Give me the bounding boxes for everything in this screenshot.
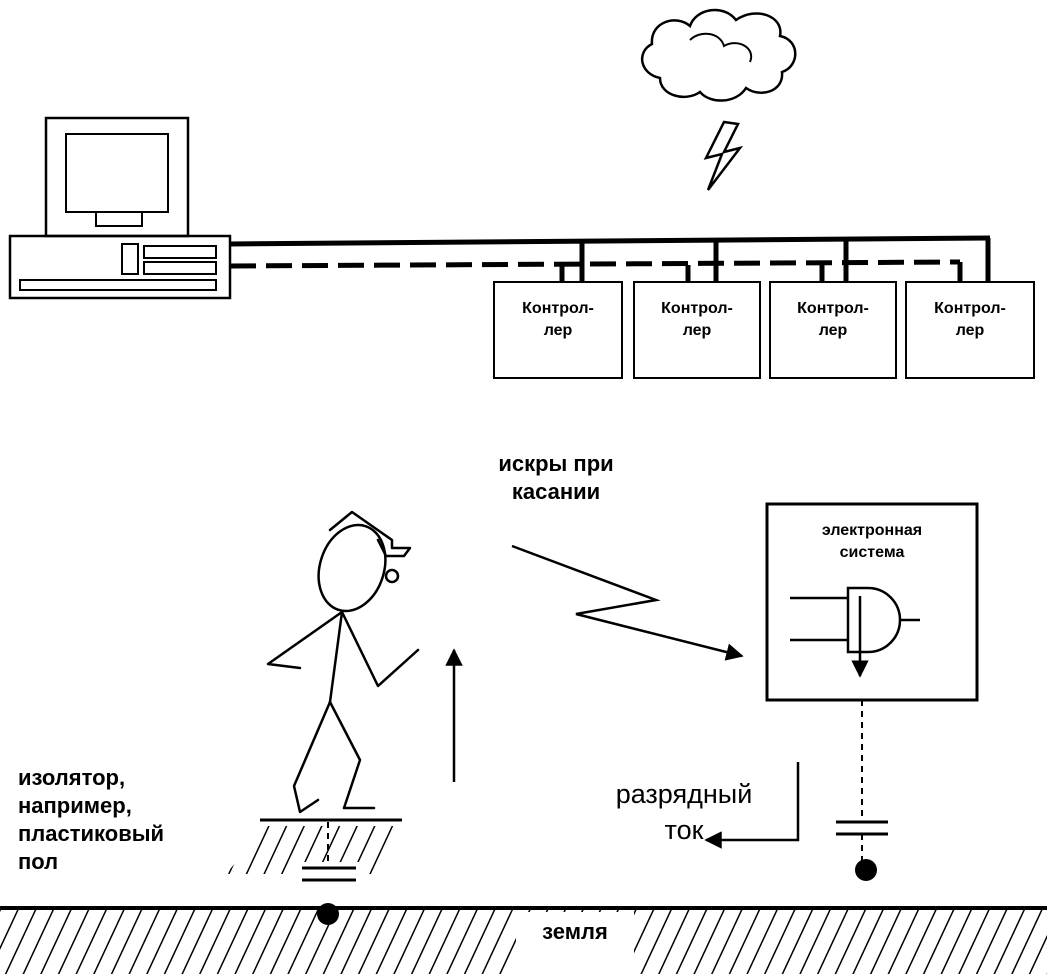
controller-box [493,281,623,379]
discharge-current-label: разрядный ток [615,779,753,845]
insulator-label: изолятор, например, пластиковый пол [18,765,165,874]
controller-boxes [493,281,1035,379]
person-capacitor [302,866,356,882]
capacitor-bg [296,862,360,888]
controller-box [769,281,897,379]
controller-label: Контрол- лер [797,300,869,339]
person-figure [266,510,420,814]
controller-label: Контрол- лер [934,300,1006,339]
spark-zigzag-arrow [511,544,744,661]
ground-node [855,859,877,881]
logic-gate-icon [790,586,920,678]
computer-icon [8,116,232,300]
ground-label-bg [516,912,634,974]
cloud-icon [640,8,797,102]
electronic-system-label: электронная система [821,522,923,561]
system-ground-path [836,700,888,862]
lightning-icon [703,120,744,191]
controller-label: Контрол- лер [522,300,594,339]
sparks-label: искры при касании [498,451,614,504]
ground-label: земля [542,919,608,944]
electronic-system-box [765,502,979,702]
discharge-current-arrow [704,762,800,849]
controller-box [633,281,761,379]
controller-label: Контрол- лер [661,300,733,339]
controller-box [905,281,1035,379]
